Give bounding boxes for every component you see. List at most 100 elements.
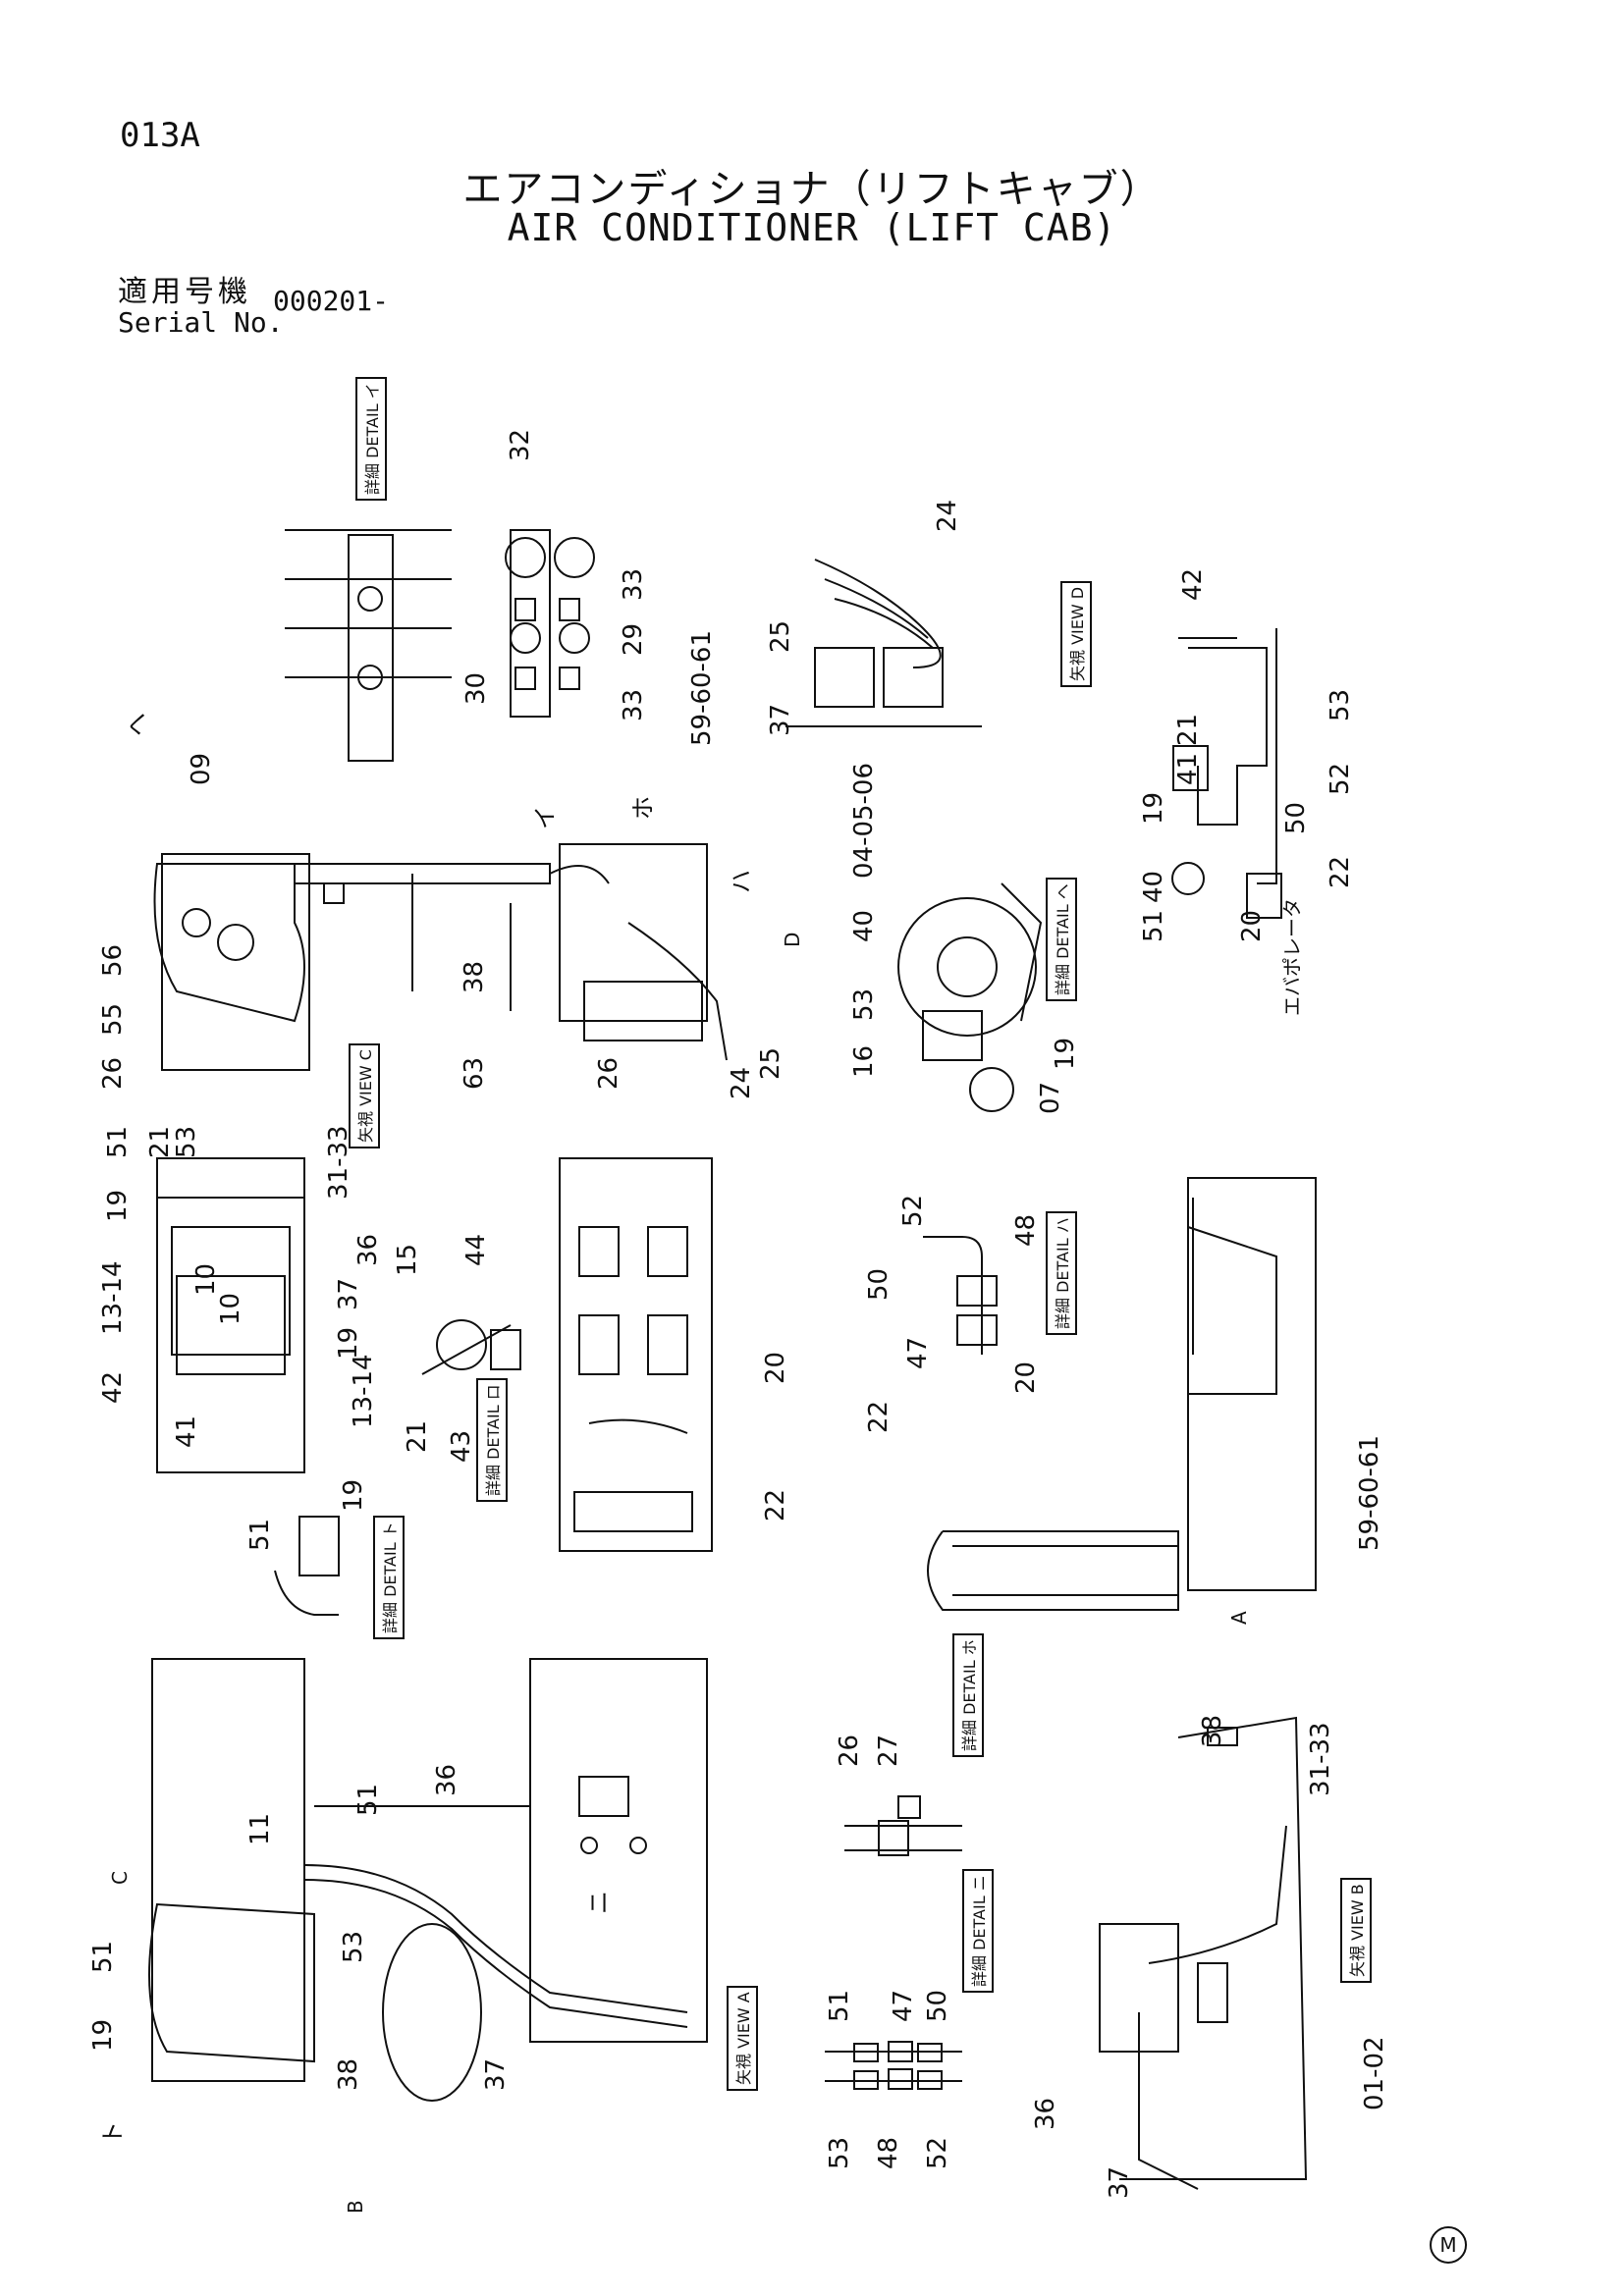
callout-label: 19 bbox=[339, 1478, 368, 1512]
callout-label: 59-60-61 bbox=[1355, 1434, 1384, 1551]
callout-label: 10 bbox=[216, 1292, 245, 1325]
callout-label: 27 bbox=[874, 1734, 903, 1767]
callout-label: 22 bbox=[761, 1488, 790, 1522]
callout-label: 10 bbox=[191, 1262, 221, 1296]
callout-label: 19 bbox=[103, 1189, 133, 1222]
callout-label: 47 bbox=[889, 1989, 918, 2022]
detail-he-tag: 詳細 DETAIL ヘ bbox=[1046, 878, 1077, 1001]
callout-label: 53 bbox=[339, 1930, 368, 1963]
callout-label: 20 bbox=[1011, 1361, 1041, 1394]
callout-label: 37 bbox=[334, 1277, 363, 1310]
callout-label: 21 bbox=[403, 1419, 432, 1453]
callout-label: 11 bbox=[245, 1812, 275, 1845]
callout-label: 26 bbox=[835, 1734, 864, 1767]
view-a-tag: 矢視 VIEW A bbox=[727, 1986, 758, 2091]
page-title-japanese: エアコンディショナ（リフトキャブ） bbox=[462, 167, 1162, 212]
callout-label: 20 bbox=[761, 1351, 790, 1384]
view-a-arrow: A bbox=[1227, 1611, 1251, 1625]
detail-i-drawing bbox=[285, 529, 595, 762]
marker-ha: ハ bbox=[728, 870, 755, 893]
callout-label: 40 bbox=[1139, 870, 1168, 903]
callout-label: 42 bbox=[1178, 567, 1208, 601]
callout-label: 48 bbox=[1011, 1213, 1041, 1247]
manufacturer-mark: M bbox=[1430, 2226, 1467, 2264]
detail-ro-drawing bbox=[421, 1319, 521, 1375]
view-b-tag: 矢視 VIEW B bbox=[1340, 1878, 1372, 1983]
view-b-drawing bbox=[1099, 1716, 1308, 2190]
callout-label: 51 bbox=[245, 1518, 275, 1551]
view-b-arrow: B bbox=[344, 2200, 367, 2214]
callout-label: 16 bbox=[849, 1044, 879, 1078]
side-view-drawing bbox=[927, 1177, 1317, 1611]
callout-label: 20 bbox=[1237, 909, 1267, 942]
view-d-arrow: D bbox=[781, 932, 804, 947]
marker-to: ト bbox=[99, 2121, 127, 2145]
callout-label: 15 bbox=[393, 1243, 422, 1276]
callout-label: 21 bbox=[145, 1125, 175, 1158]
detail-ro-tag: 詳細 DETAIL ロ bbox=[476, 1378, 508, 1502]
callout-label: 42 bbox=[98, 1370, 128, 1404]
callout-label: 33 bbox=[619, 688, 648, 721]
callout-label: 26 bbox=[594, 1056, 623, 1090]
view-c-drawing bbox=[156, 1157, 305, 1473]
detail-ho-tag: 詳細 DETAIL ホ bbox=[952, 1633, 984, 1757]
callout-label: 19 bbox=[1051, 1037, 1080, 1070]
callout-label: 59-60-61 bbox=[687, 629, 717, 746]
callout-label: 07 bbox=[1036, 1081, 1065, 1114]
callout-label: 47 bbox=[903, 1336, 933, 1369]
callout-label: 51 bbox=[1139, 909, 1168, 942]
detail-ni-tag: 詳細 DETAIL ニ bbox=[962, 1869, 994, 1993]
callout-label: 25 bbox=[756, 1046, 785, 1080]
detail-to-tag: 詳細 DETAIL ト bbox=[373, 1516, 405, 1639]
detail-he-drawing bbox=[897, 882, 1043, 1112]
detail-to-drawing bbox=[274, 1516, 340, 1616]
callout-label: 51 bbox=[88, 1940, 118, 1973]
callout-label: 51 bbox=[103, 1125, 133, 1158]
callout-label: 13-14 bbox=[349, 1354, 378, 1428]
callout-label: 43 bbox=[447, 1429, 476, 1463]
serial-label-english: Serial No. bbox=[118, 306, 284, 339]
callout-label: 13-14 bbox=[98, 1260, 128, 1335]
callout-label: 41 bbox=[1173, 752, 1203, 785]
callout-label: 30 bbox=[461, 671, 491, 705]
callout-label: 04-05-06 bbox=[849, 762, 879, 879]
callout-label: 53 bbox=[172, 1125, 201, 1158]
detail-ho-drawing bbox=[844, 1795, 962, 1856]
frame-drawing bbox=[559, 1157, 713, 1552]
callout-label: 36 bbox=[432, 1763, 461, 1796]
callout-label: 50 bbox=[864, 1267, 893, 1301]
callout-label: 38 bbox=[460, 960, 489, 993]
page-code: 013A bbox=[120, 116, 200, 155]
callout-label: 32 bbox=[506, 428, 535, 461]
callout-label: 36 bbox=[353, 1233, 383, 1266]
detail-i-tag: 詳細 DETAIL イ bbox=[355, 377, 387, 501]
callout-label: 53 bbox=[1326, 688, 1355, 721]
detail-ni-drawing bbox=[825, 2041, 962, 2090]
marker-ni: ニ bbox=[585, 1891, 613, 1914]
view-c-arrow: C bbox=[108, 1871, 132, 1885]
callout-label: 56 bbox=[98, 943, 128, 977]
callout-label: 01-02 bbox=[1360, 2036, 1389, 2110]
callout-label: 51 bbox=[353, 1783, 383, 1816]
detail-ha-tag: 詳細 DETAIL ハ bbox=[1046, 1211, 1077, 1335]
callout-label: 50 bbox=[923, 1989, 952, 2022]
view-d-drawing bbox=[785, 559, 982, 727]
callout-label: 26 bbox=[98, 1056, 128, 1090]
callout-label: 41 bbox=[172, 1415, 201, 1448]
callout-label: 38 bbox=[1198, 1714, 1227, 1747]
callout-label: 33 bbox=[619, 567, 648, 601]
callout-label: 38 bbox=[334, 2057, 363, 2091]
callout-label: 29 bbox=[619, 622, 648, 656]
callout-label: 48 bbox=[874, 2136, 903, 2169]
callout-label: 09 bbox=[187, 752, 216, 785]
detail-ha-drawing bbox=[923, 1236, 998, 1355]
callout-label: 24 bbox=[933, 499, 962, 532]
evaporator-label: エバポレータ bbox=[1280, 898, 1304, 1016]
view-a-drawing bbox=[148, 1658, 708, 2102]
serial-number-value: 000201- bbox=[273, 285, 390, 317]
callout-label: 52 bbox=[923, 2136, 952, 2169]
top-view-drawing bbox=[153, 843, 728, 1071]
callout-label: 55 bbox=[98, 1002, 128, 1036]
callout-label: 40 bbox=[849, 909, 879, 942]
